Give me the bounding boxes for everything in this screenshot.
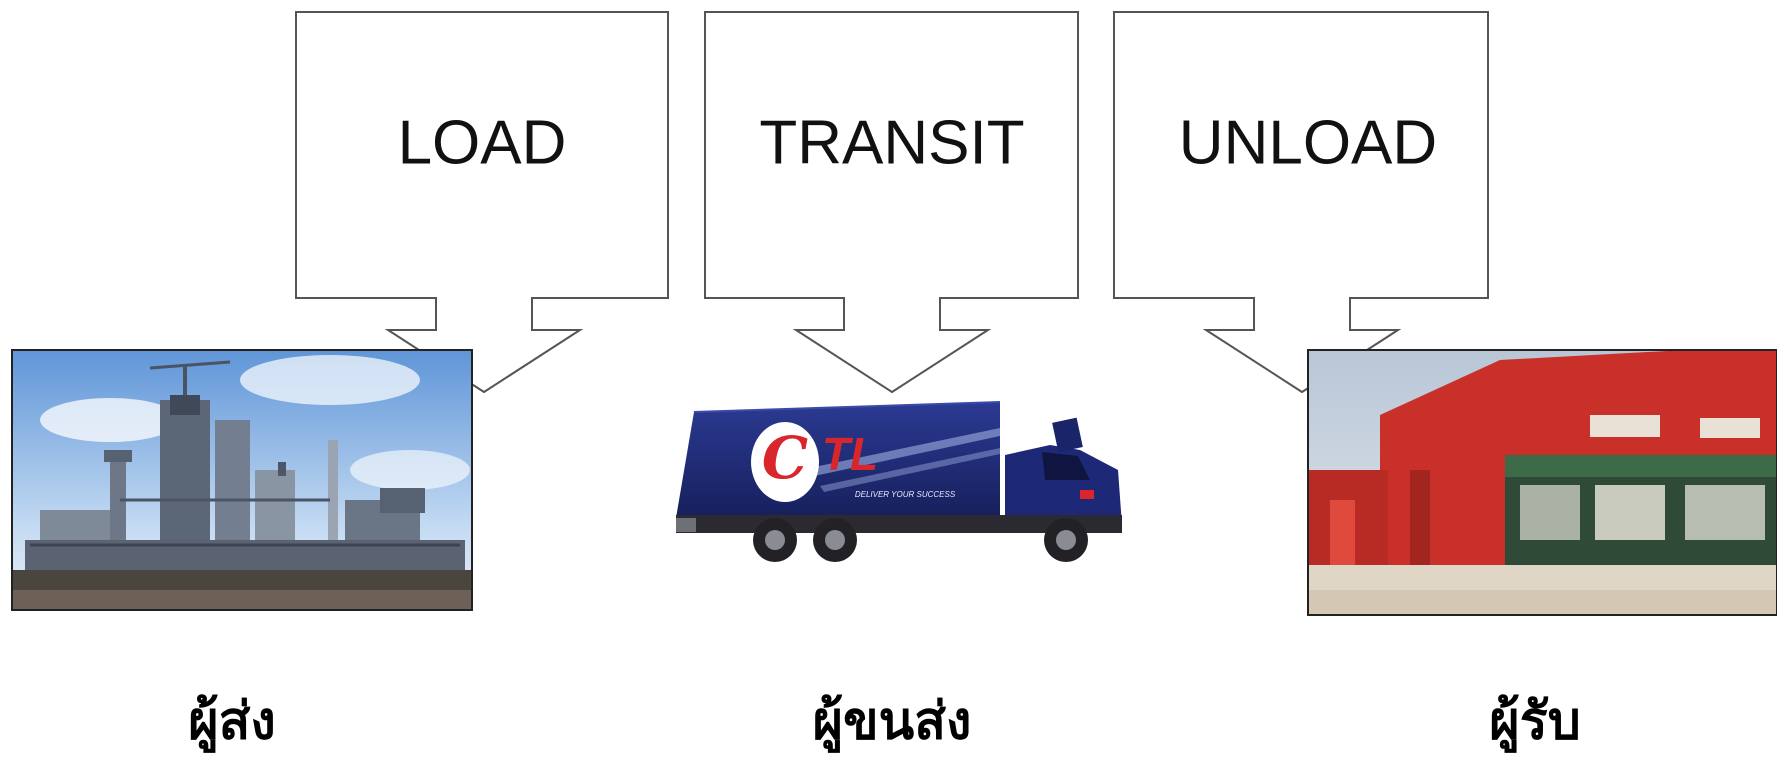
step-label-unload: UNLOAD [1179,108,1437,177]
store-building-image-frame [1307,349,1777,616]
store-building-image [1308,350,1777,615]
callout-unload: UNLOAD [1113,11,1489,394]
callout-load: LOAD [295,11,669,394]
truck-slogan: DELIVER YOUR SUCCESS [855,490,956,499]
truck-image: C TL DELIVER YOUR SUCCESS [676,401,1122,562]
role-label-receiver: ผู้รับ [1489,691,1580,754]
factory-image [12,350,472,610]
step-label-transit: TRANSIT [759,108,1024,177]
step-label-load: LOAD [398,108,567,177]
truck-logo-tl: TL [822,428,878,480]
truck-logo-c: C [762,424,808,492]
role-label-sender: ผู้ส่ง [188,691,276,754]
factory-image-frame [11,349,473,611]
callout-transit: TRANSIT [704,11,1079,394]
role-label-carrier: ผู้ขนส่ง [813,691,972,754]
